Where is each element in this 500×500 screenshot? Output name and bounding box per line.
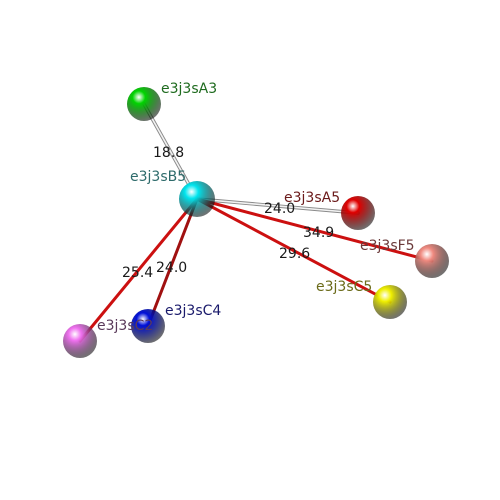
atoms-layer [63, 87, 449, 358]
distance-label-B5-A5: 24.0 [264, 201, 295, 217]
atom-label-B5: e3j3sB5 [130, 169, 186, 185]
atom-C4 [131, 309, 165, 343]
distance-label-B5-C5: 29.6 [279, 246, 310, 262]
bond-B5-A5 [195, 197, 360, 215]
atom-label-A5: e3j3sA5 [284, 190, 340, 206]
atom-F5 [415, 244, 449, 278]
atom-C5 [373, 285, 407, 319]
atom-A5 [341, 196, 375, 230]
atom-label-A3: e3j3sA3 [161, 81, 217, 97]
bond-B5-C2 [78, 197, 199, 343]
atom-label-C4: e3j3sC4 [165, 303, 221, 319]
atom-label-C2: e3j3sC2 [97, 318, 153, 334]
bond-B5-A3 [142, 102, 199, 201]
distance-label-B5-A3: 18.8 [153, 145, 184, 161]
bond-B5-C5 [195, 197, 392, 304]
distance-label-B5-F5: 34.9 [303, 225, 334, 241]
atom-A3 [127, 87, 161, 121]
labels-layer: 18.824.034.929.624.025.4e3j3sB5e3j3sA3e3… [97, 81, 415, 334]
atom-label-F5: e3j3sF5 [360, 238, 415, 254]
distance-label-B5-C2: 25.4 [122, 265, 153, 281]
distance-label-B5-C4: 24.0 [156, 260, 187, 276]
atom-C2 [63, 324, 97, 358]
atom-label-C5: e3j3sC5 [316, 279, 372, 295]
bonds-layer [78, 102, 434, 343]
bond-B5-F5 [195, 197, 434, 263]
atom-B5 [179, 181, 215, 217]
bond-B5-C4 [146, 197, 199, 328]
